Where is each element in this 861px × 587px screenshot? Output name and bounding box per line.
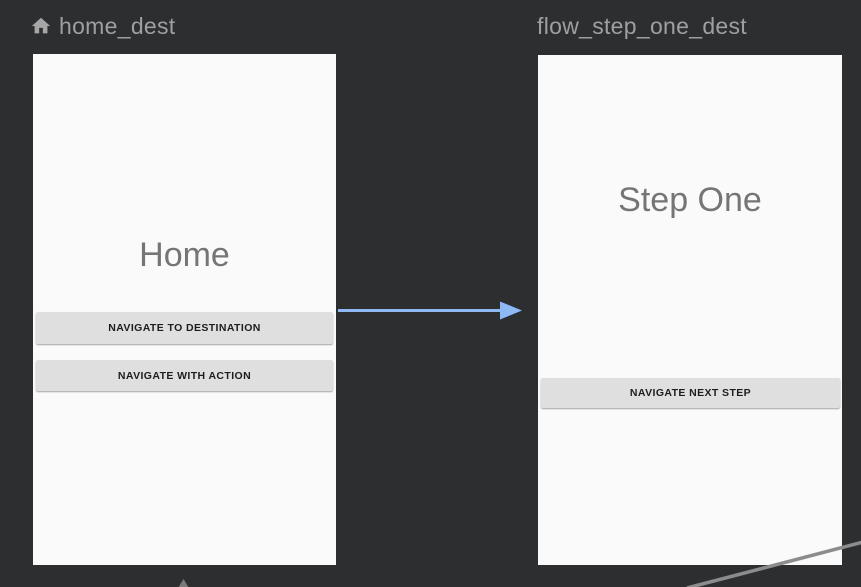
destination-title-flow-step-one-dest: flow_step_one_dest: [537, 12, 747, 39]
destination-header-flow-step-one-dest[interactable]: flow_step_one_dest: [537, 11, 747, 41]
destination-card-home-dest[interactable]: Home NAVIGATE TO DESTINATION NAVIGATE WI…: [33, 54, 336, 565]
edge-line-bottom-right[interactable]: [686, 540, 861, 587]
destination-card-flow-step-one-dest[interactable]: Step One NAVIGATE NEXT STEP: [538, 55, 842, 565]
preview-button-navigate-with-action: NAVIGATE WITH ACTION: [36, 360, 333, 391]
preview-button-navigate-next-step: NAVIGATE NEXT STEP: [541, 378, 840, 408]
action-arrowhead-icon: [500, 301, 522, 320]
destination-title-home-dest: home_dest: [59, 12, 176, 39]
home-icon: [30, 15, 52, 37]
preview-screen-title-home: Home: [139, 236, 230, 274]
preview-button-navigate-to-destination: NAVIGATE TO DESTINATION: [36, 312, 333, 344]
action-arrow-home-to-flow-step-one[interactable]: [338, 301, 522, 320]
preview-screen-title-step-one: Step One: [618, 181, 762, 219]
destination-header-home-dest[interactable]: home_dest: [30, 11, 176, 41]
incoming-arrowhead-bottom: [178, 579, 189, 587]
